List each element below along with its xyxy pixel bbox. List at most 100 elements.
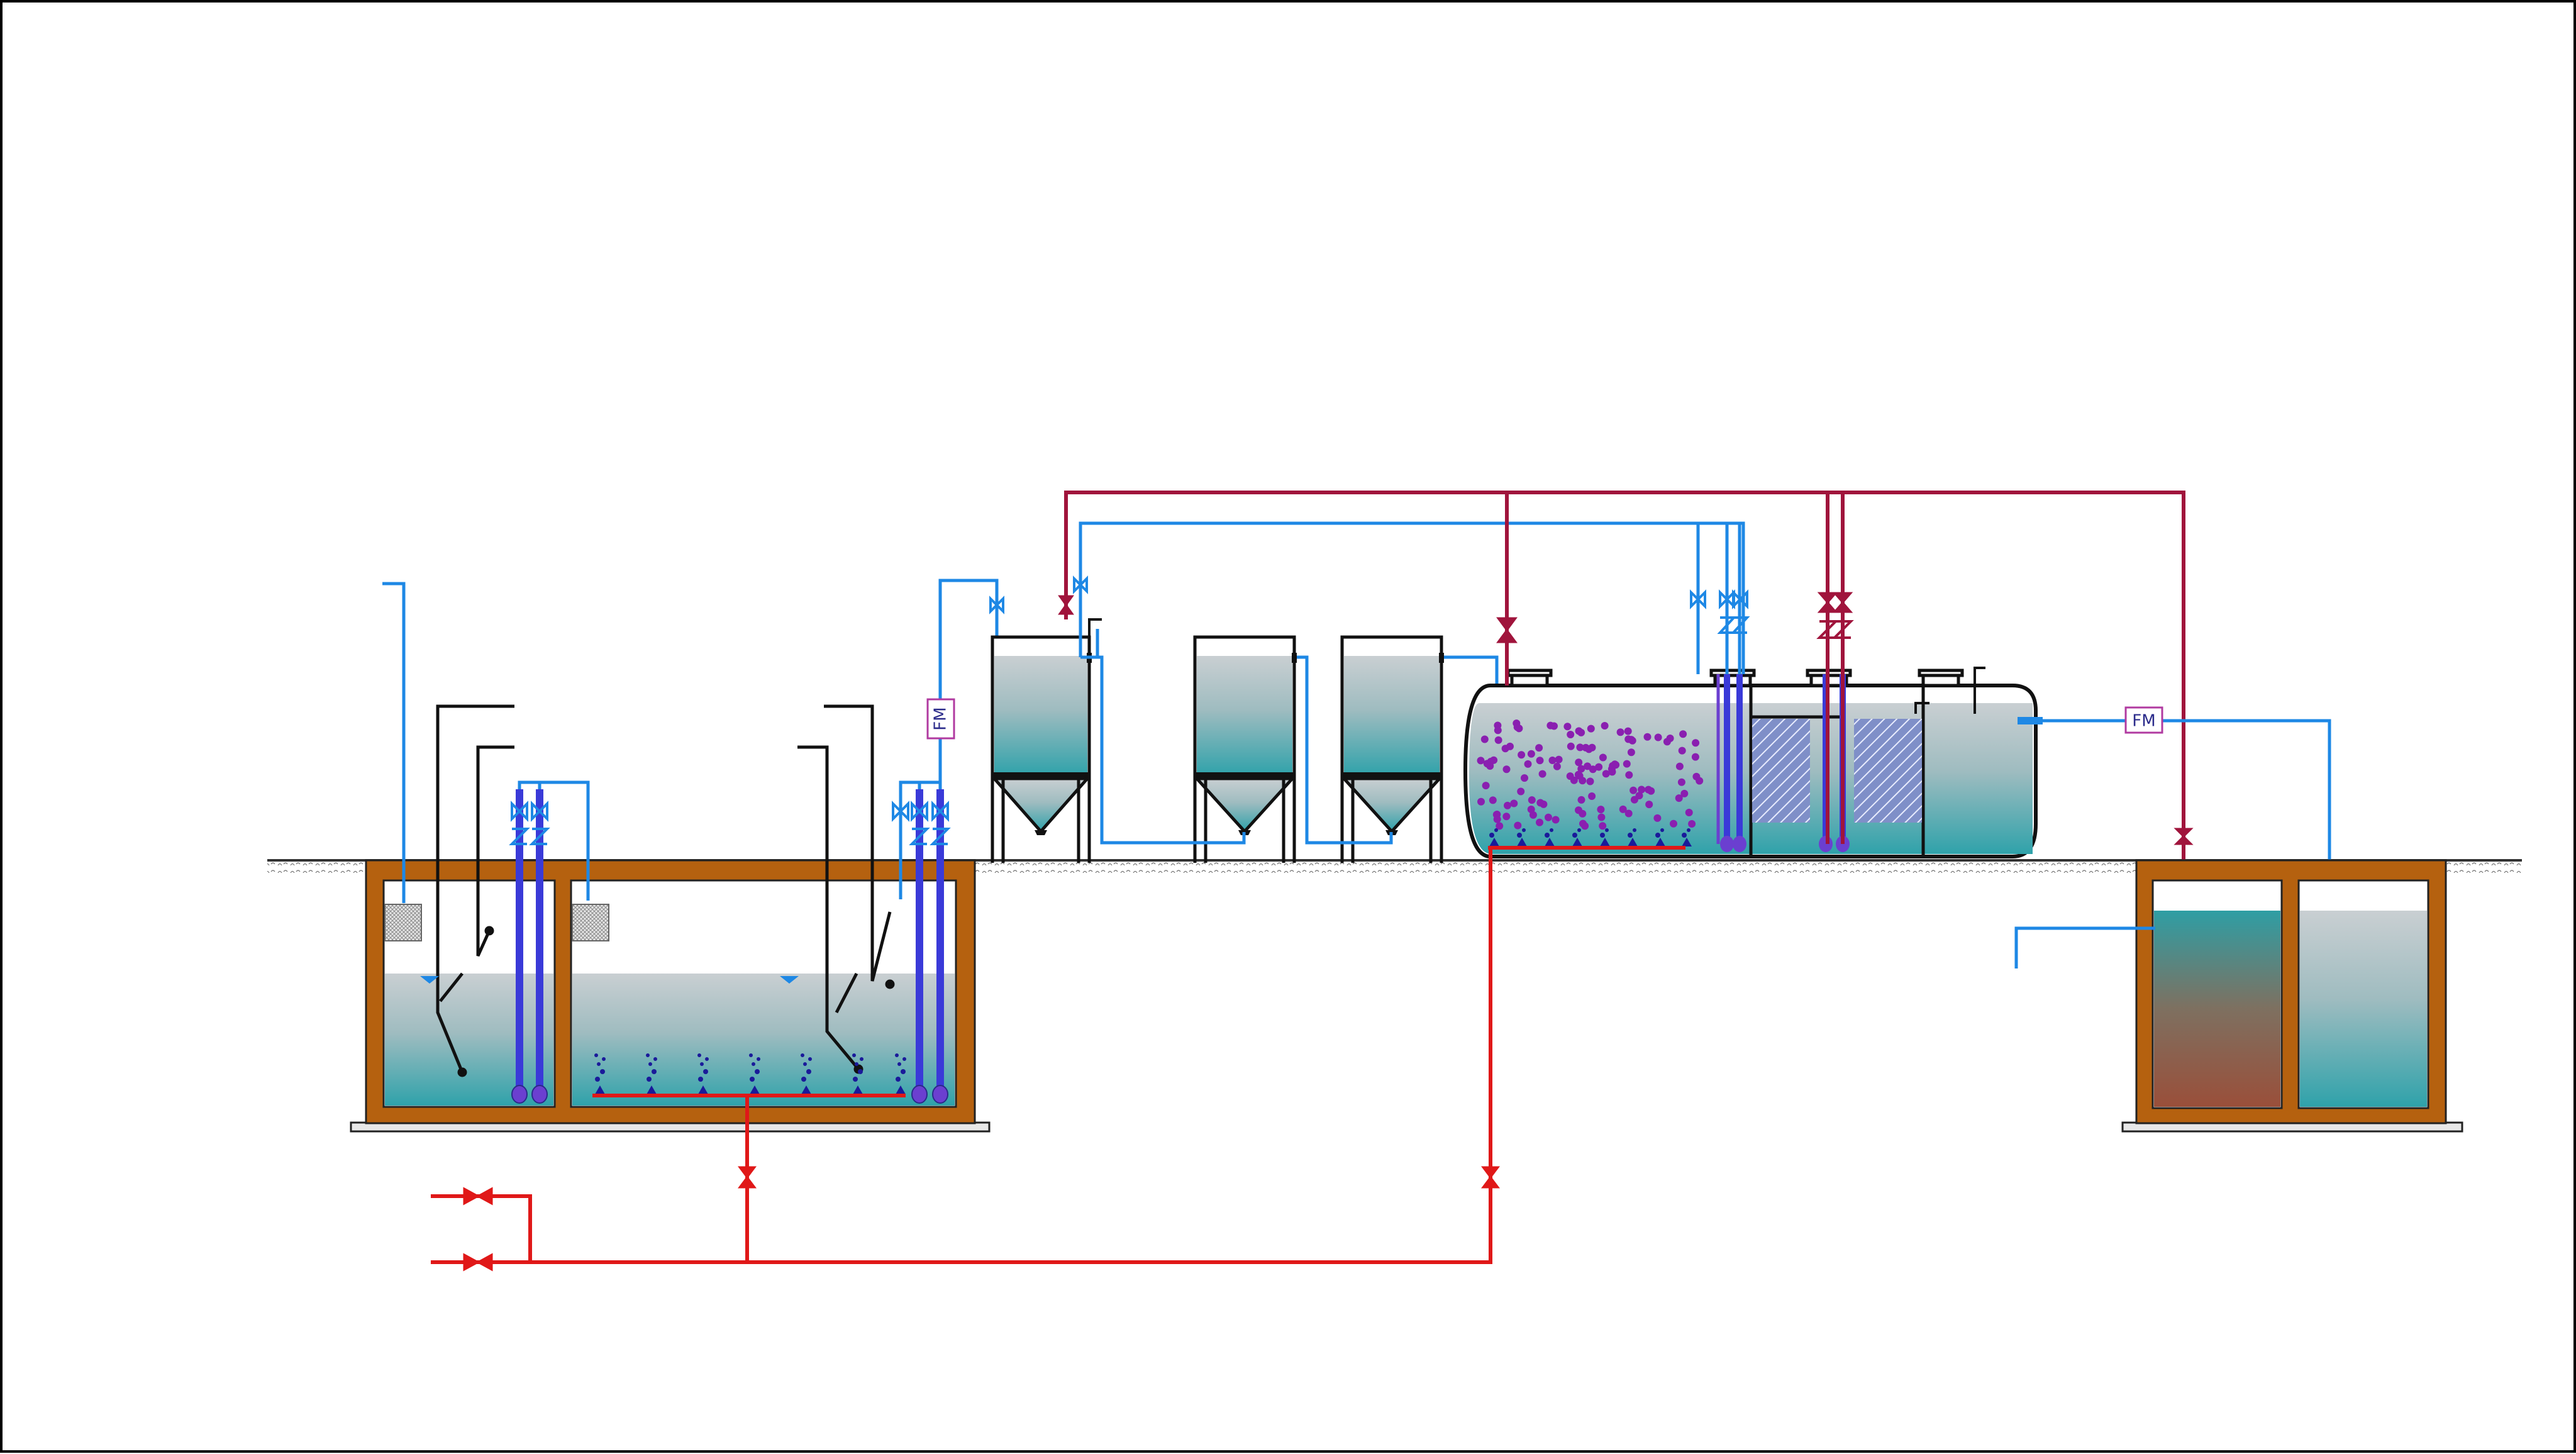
media-particle [1506,742,1514,750]
water-body [385,974,553,1106]
media-particle [1524,760,1532,768]
underground-tank-left [350,859,991,1133]
media-particle [1527,750,1535,758]
media-particle [1477,757,1485,765]
media-particle [1597,806,1605,814]
media-particle [1518,751,1526,759]
media-particle [1575,727,1583,735]
level-float-switch [436,704,895,1077]
media-particle [1576,743,1584,752]
media-particle [1581,822,1589,830]
media-particle [1688,820,1696,828]
media-particle [1653,814,1662,822]
media-particle [1679,730,1687,738]
media-particle [1513,719,1521,728]
pump-discharge-pipe [899,780,942,899]
media-particle [1552,816,1560,824]
media-particle [1527,806,1535,813]
media-particle [1510,799,1518,807]
media-particle [1579,809,1587,818]
media-particle [1577,765,1585,773]
media-particle [1599,822,1607,830]
media-particle [1517,787,1525,796]
media-particle [1496,822,1504,830]
outlet-fitting [2018,717,2043,724]
media-particle [1502,765,1511,774]
media-particle [1663,738,1671,746]
media-particle [1619,805,1627,813]
screen-basket-icon [384,904,609,941]
gate-valve-icon [1073,575,1748,609]
media-particle [1482,782,1490,790]
media-particle [1692,739,1700,747]
media-particle [1575,758,1583,767]
media-particle [1589,765,1597,774]
flowmeter-icon: FM [926,698,955,740]
vent-pipe [1088,618,1102,698]
gate-valve-icon [511,801,548,822]
media-particle [1514,821,1522,830]
feed-pipe [938,579,999,782]
media-particle [1635,792,1643,800]
media-particle [1654,733,1662,741]
media-particle [1563,723,1572,731]
media-particle [1535,744,1543,752]
submersible-pump-icon [911,789,948,1104]
horizontal-bioreactor-tank [1463,684,2038,858]
vent-pipe [1974,667,1985,714]
flowmeter-label: FM [931,707,950,730]
media-particle [1616,728,1624,736]
check-valve-icon [1717,616,1750,634]
media-particle [1587,724,1595,733]
overflow-pipe [2014,926,2155,968]
inlet-pipe [382,582,406,903]
check-valve-icon [1816,620,1854,639]
media-particle [1629,786,1638,794]
media-particle [1628,736,1636,745]
media-particle [1677,778,1685,786]
media-particle [1624,809,1633,818]
check-valve-icon [509,828,550,845]
air-supply-top [1064,491,2185,880]
media-particle [1601,722,1609,730]
submersible-pump-icon [511,789,548,1104]
media-particle [1489,796,1497,804]
flowmeter-icon: FM [2124,706,2163,734]
media-particle [1579,777,1587,785]
media-particle [1624,727,1632,735]
media-particle [1625,771,1633,779]
media-particle [1477,797,1485,806]
sludge-body [2154,911,2280,1107]
media-particle [1574,770,1582,779]
conical-tank-2 [1193,635,1296,863]
media-particle [1623,760,1631,768]
media-particle [1536,818,1543,826]
media-particle [1480,735,1489,743]
media-particle [1502,813,1511,821]
conical-tank-3 [1340,635,1443,863]
media-particle [1691,753,1699,761]
media-particle [1536,757,1544,765]
air-diffuser-icon [1489,828,1692,846]
water-body [572,974,955,1106]
media-particle [1577,796,1585,804]
media-particle [1675,794,1683,802]
media-particle [1494,726,1502,735]
media-particle [1588,792,1596,800]
media-particle [1602,770,1610,778]
gate-valve-icon [989,596,1004,614]
media-particle [1528,796,1536,804]
media-particle [1521,774,1528,782]
bio-media [1477,719,1704,830]
media-particle [1548,757,1557,764]
gate-valve-icon [892,801,949,822]
media-particle [1599,753,1607,762]
media-particle [1585,745,1593,753]
media-particle [1494,736,1502,744]
media-particle [1675,762,1684,770]
media-particle [1483,760,1491,768]
water-body [2300,911,2427,1107]
media-particle [1645,785,1653,794]
media-particle [1553,762,1561,770]
